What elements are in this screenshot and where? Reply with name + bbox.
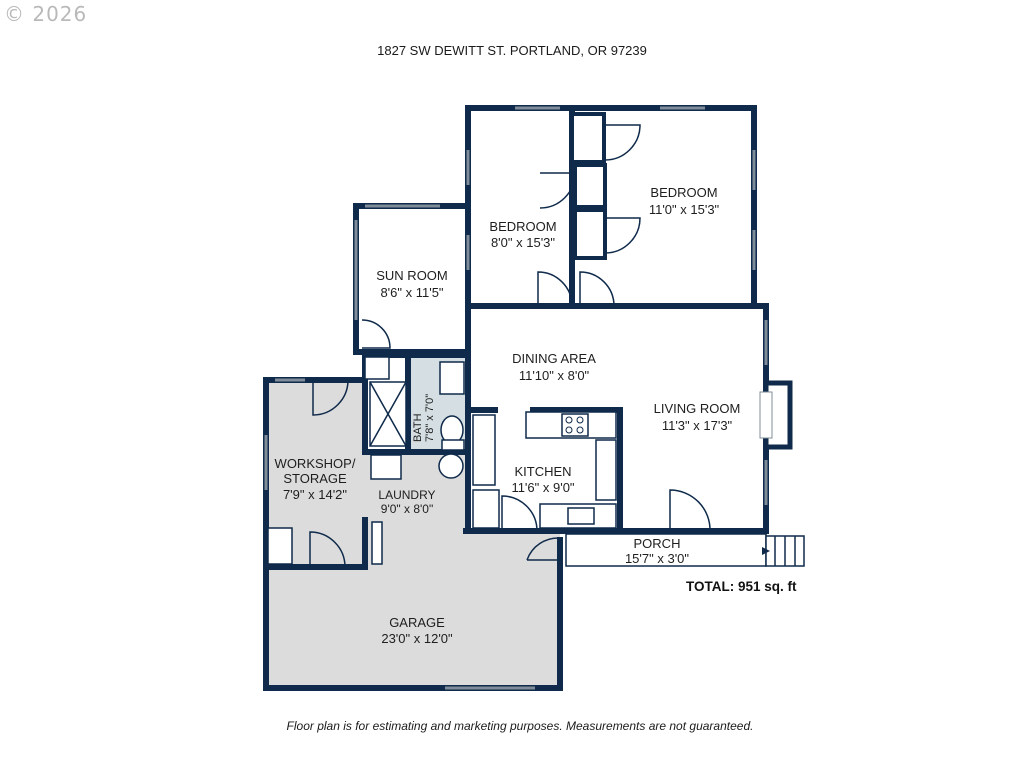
laundry-cabinet bbox=[371, 521, 383, 565]
sun-room-label: SUN ROOM bbox=[376, 268, 448, 283]
washer bbox=[438, 453, 464, 479]
garage-floor bbox=[266, 567, 560, 688]
closet bbox=[573, 163, 607, 209]
door-swing bbox=[309, 531, 346, 568]
workshop-bench bbox=[267, 527, 293, 565]
property-address: 1827 SW DEWITT ST. PORTLAND, OR 97239 bbox=[377, 43, 647, 58]
refrigerator bbox=[472, 489, 500, 529]
bedroom-left-dims: 8'0" x 15'3" bbox=[491, 235, 555, 250]
bedroom-left-label: BEDROOM bbox=[489, 219, 556, 234]
door-swing bbox=[604, 217, 641, 254]
sun-room-dims: 8'6" x 11'5" bbox=[380, 285, 443, 300]
stove bbox=[561, 413, 589, 437]
laundry-label: LAUNDRY bbox=[378, 488, 435, 502]
living-room-label: LIVING ROOM bbox=[654, 401, 741, 416]
toilet-tank bbox=[441, 439, 465, 451]
door-swing bbox=[361, 319, 391, 349]
porch-deck bbox=[565, 533, 767, 567]
dining-dims: 11'10" x 8'0" bbox=[519, 368, 590, 383]
bath-walls bbox=[362, 352, 471, 455]
garage-label: GARAGE bbox=[389, 615, 445, 630]
door-swing bbox=[537, 271, 573, 307]
door-swing bbox=[501, 495, 538, 532]
bath-stair-box bbox=[364, 356, 390, 380]
door-swing bbox=[604, 124, 641, 161]
porch-label: PORCH bbox=[634, 536, 681, 551]
kitchen-dims: 11'6" x 9'0" bbox=[511, 480, 574, 495]
garage-dims: 23'0" x 12'0" bbox=[381, 631, 453, 646]
dining-label: DINING AREA bbox=[512, 351, 596, 366]
kitchen-counter-right bbox=[595, 439, 617, 501]
disclaimer: Floor plan is for estimating and marketi… bbox=[286, 719, 754, 733]
door-swing bbox=[669, 489, 711, 532]
workshop-dims: 7'9" x 14'2" bbox=[283, 487, 347, 502]
laundry-floor-lower bbox=[466, 531, 560, 567]
bath-sink bbox=[439, 361, 465, 395]
workshop-label-line1: WORKSHOP/ bbox=[275, 456, 356, 471]
burner bbox=[576, 416, 584, 424]
burner bbox=[565, 426, 573, 434]
door-swing bbox=[579, 271, 615, 307]
total-area: TOTAL: 951 sq. ft bbox=[686, 579, 797, 594]
entry-arrow-icon bbox=[762, 547, 770, 555]
copyright-watermark: © 2026 bbox=[4, 2, 88, 26]
bedroom-right-dims: 11'0" x 15'3" bbox=[649, 202, 720, 217]
kitchen-cabinet bbox=[472, 414, 496, 486]
workshop-label-line2: STORAGE bbox=[283, 471, 347, 486]
bath-dims: 7'8" x 7'0" bbox=[424, 394, 436, 442]
closet bbox=[573, 208, 607, 260]
living-block-walls bbox=[465, 303, 769, 534]
kitchen-sink bbox=[567, 507, 595, 525]
burner bbox=[565, 416, 573, 424]
kitchen-label: KITCHEN bbox=[514, 464, 571, 479]
door-swing bbox=[526, 537, 561, 561]
door-swing bbox=[539, 172, 576, 209]
laundry-sink bbox=[370, 454, 402, 480]
burner bbox=[576, 426, 584, 434]
door-swing bbox=[312, 379, 349, 416]
laundry-dims: 9'0" x 8'0" bbox=[381, 502, 433, 516]
bath-label: BATH bbox=[412, 413, 424, 442]
shower-cross bbox=[369, 381, 407, 447]
bedroom-right-label: BEDROOM bbox=[650, 185, 717, 200]
living-room-dims: 11'3" x 17'3" bbox=[662, 418, 733, 433]
porch-dims: 15'7" x 3'0" bbox=[625, 551, 689, 566]
closet bbox=[570, 112, 606, 164]
fireplace-hearth bbox=[759, 391, 773, 439]
